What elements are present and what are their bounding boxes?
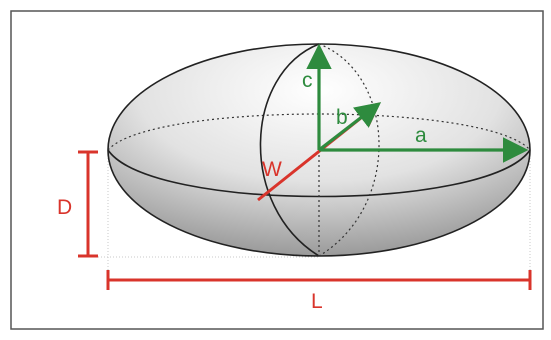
b-axis-arrow	[318, 102, 382, 152]
label-d: D	[57, 196, 72, 219]
cross-section-back-dotted	[318, 43, 380, 257]
cross-section-front	[259, 43, 320, 257]
label-l: L	[311, 290, 323, 313]
equator-back-dotted	[107, 113, 531, 151]
label-a: a	[415, 124, 427, 147]
label-w: W	[262, 158, 282, 181]
label-b: b	[336, 106, 348, 129]
label-c: c	[302, 69, 313, 92]
